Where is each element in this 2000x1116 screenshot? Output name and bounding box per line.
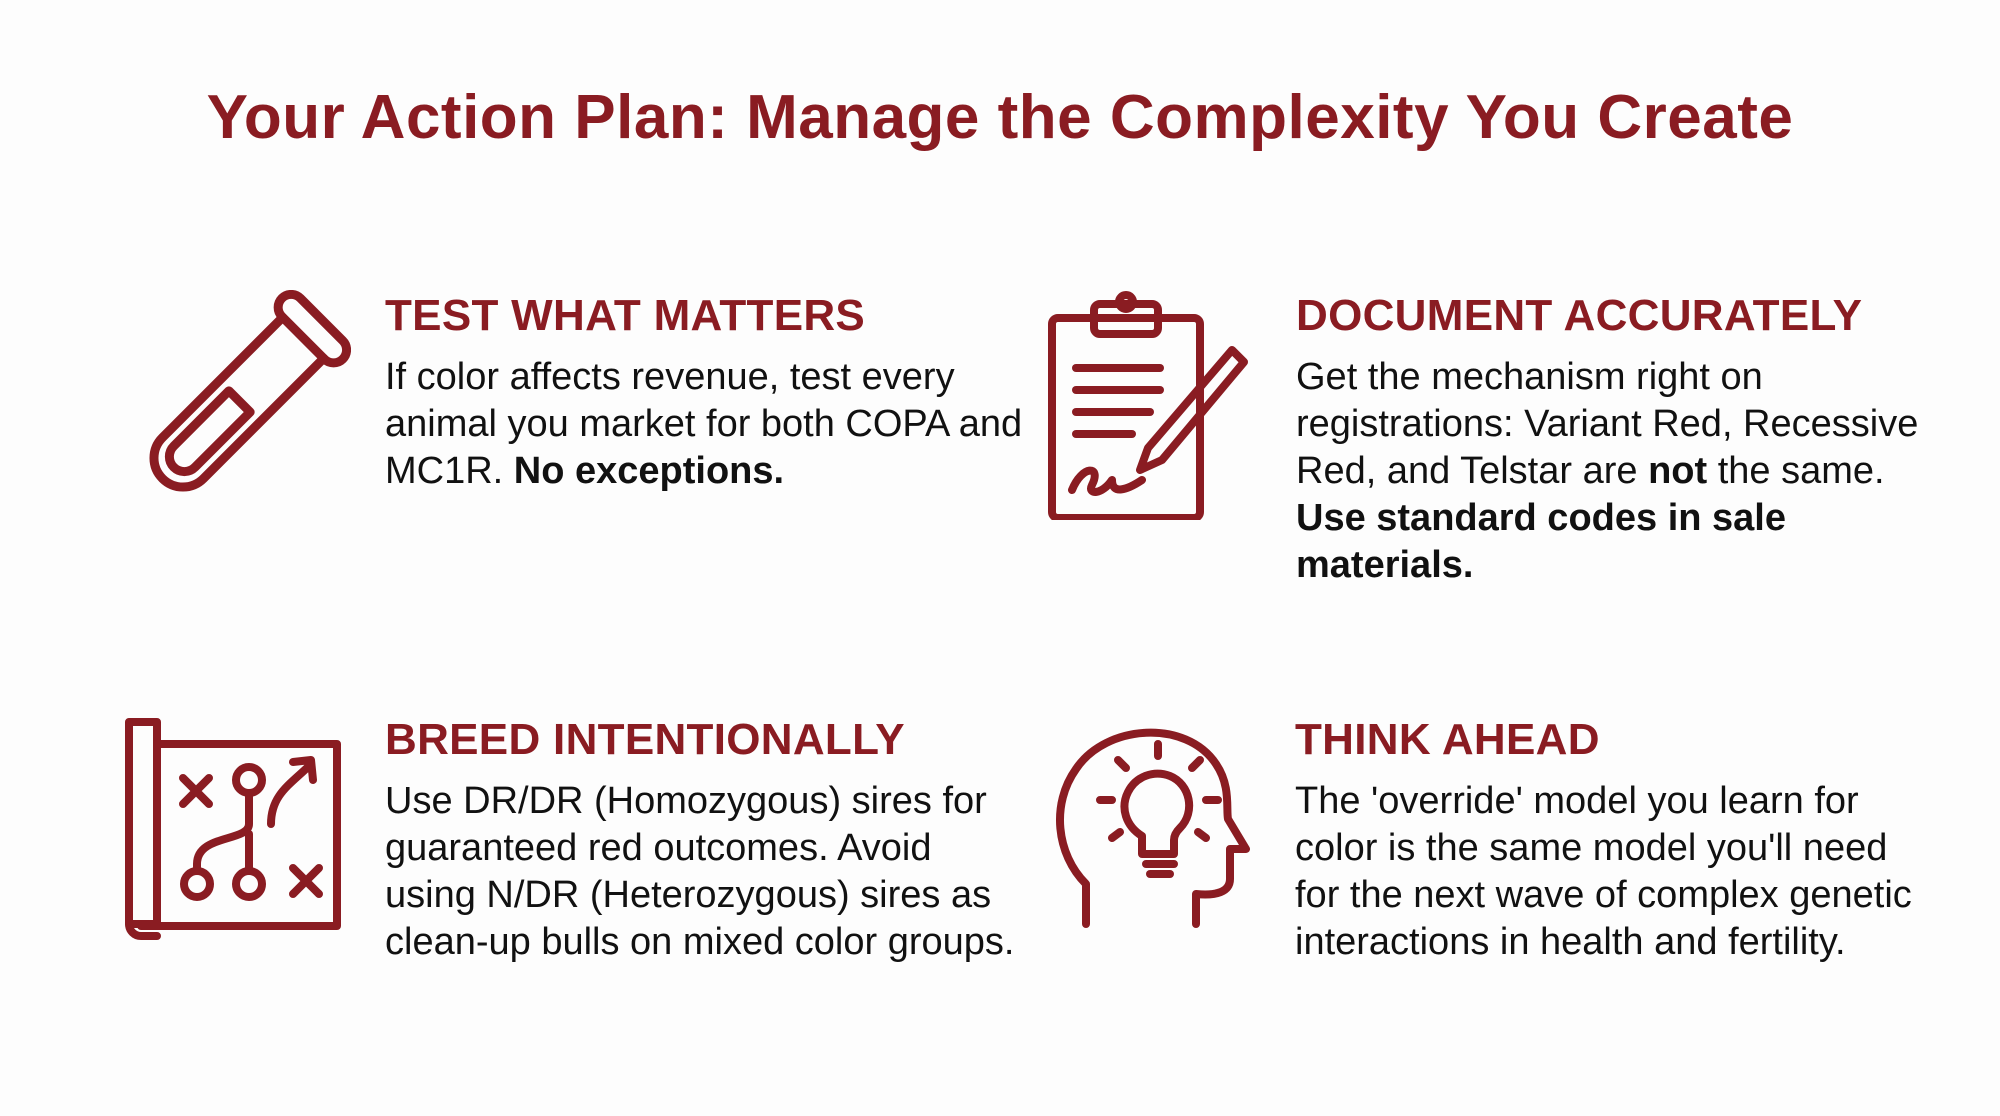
body-emphasis: Use standard codes in sale materials. (1296, 497, 1786, 586)
card-breed-intentionally: BREED INTENTIONALLY Use DR/DR (Homozygou… (121, 714, 1014, 1044)
card-body: Use DR/DR (Homozygous) sires for guarant… (385, 780, 1015, 963)
test-tube-icon (121, 289, 352, 520)
body-text: Get the mechanism right on registrations… (1296, 356, 1919, 492)
head-lightbulb-icon (1046, 714, 1276, 944)
page-title: Your Action Plan: Manage the Complexity … (206, 83, 1794, 152)
card-think-ahead: THINK AHEAD The 'override' model you lea… (1046, 714, 1926, 1044)
card-body: Get the mechanism right on registrations… (1296, 354, 1936, 589)
card-test-what-matters: TEST WHAT MATTERS If color affects reven… (121, 289, 1022, 620)
body-emphasis: No exceptions. (513, 450, 785, 492)
body-emphasis: not (1648, 450, 1708, 492)
card-body: The 'override' model you learn for color… (1295, 780, 1912, 963)
body-text: If color affects revenue, test every ani… (385, 356, 1023, 492)
card-heading: THINK AHEAD (1295, 715, 1600, 764)
card-document-accurately: DOCUMENT ACCURATELY Get the mechanism ri… (1032, 290, 1918, 620)
card-heading: DOCUMENT ACCURATELY (1296, 291, 1863, 340)
clipboard-pen-icon (1032, 290, 1262, 522)
card-heading: TEST WHAT MATTERS (385, 291, 866, 340)
card-heading: BREED INTENTIONALLY (385, 715, 905, 764)
body-text: the same. (1707, 450, 1885, 492)
strategy-map-icon (121, 714, 351, 944)
card-body: If color affects revenue, test every ani… (385, 354, 1025, 495)
